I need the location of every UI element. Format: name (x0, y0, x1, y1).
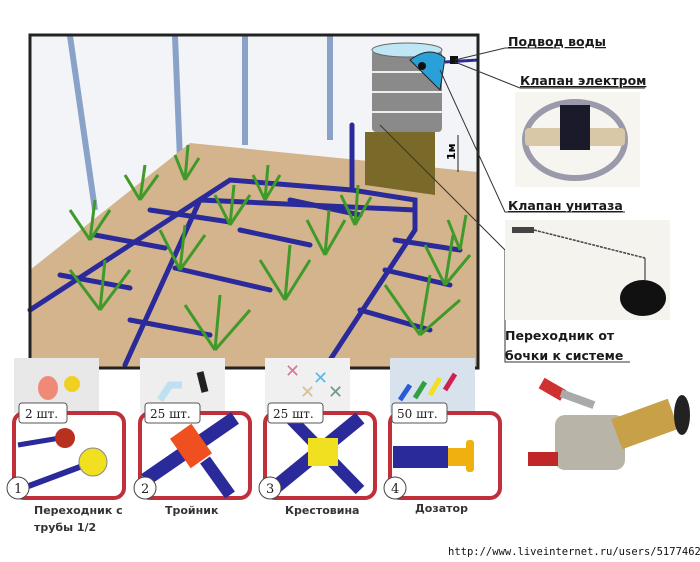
barrel-stand (365, 132, 435, 195)
source-url: http://www.liveinternet.ru/users/5177462… (448, 546, 700, 558)
water-barrel (371, 42, 446, 132)
part-3: 25 шт. ✕ ✕ ✕ ✕ 3 Крестовина (258, 358, 377, 517)
cross-fitting-beige-icon: ✕ (300, 382, 315, 403)
solenoid-valve-label: Клапан электром (520, 73, 646, 88)
greenhouse-frame-posts (67, 35, 333, 211)
adapter-label-line1: Переходник от (505, 328, 615, 343)
greenhouse-border (28, 33, 480, 370)
part-1-count: 2 шт. (25, 407, 58, 421)
adapter-label-line2: бочки к системе (505, 348, 623, 363)
height-label: 1м (445, 143, 458, 160)
toilet-valve-label: Клапан унитаза (508, 198, 623, 213)
solenoid-valve-image (515, 92, 640, 187)
part-1-name-line1: Переходник с (34, 504, 123, 517)
plants (68, 144, 472, 351)
cross-fitting-pink-icon: ✕ (285, 361, 300, 382)
part-2-number: 2 (141, 482, 149, 497)
part-3-number: 3 (266, 482, 274, 497)
part-2: 25 шт. 2 Тройник (133, 358, 252, 517)
part-4-name: Дозатор (415, 502, 468, 515)
water-supply-label: Подвод воды (508, 34, 606, 49)
cross-fitting-blue-icon: ✕ (313, 368, 328, 389)
greenhouse-scene: 1м (27, 33, 480, 370)
part-3-name: Крестовина (285, 504, 359, 517)
part-1-name-line2: трубы 1/2 (34, 521, 96, 534)
part-2-name: Тройник (165, 504, 219, 517)
float-valve-image (505, 220, 670, 320)
part-3-count: 25 шт. (273, 407, 314, 421)
part-2-count: 25 шт. (150, 407, 191, 421)
part-4-number: 4 (391, 482, 399, 497)
height-marker: 1м (445, 135, 459, 172)
part-1: 2 шт. 1 Переходник с трубы 1/2 (6, 358, 126, 534)
part-4: 50 шт. 4 Дозатор (383, 358, 502, 515)
cross-fitting-green-icon: ✕ (328, 382, 343, 403)
ball-valve-image (528, 377, 690, 470)
part-4-count: 50 шт. (397, 407, 438, 421)
part-1-number: 1 (14, 482, 22, 497)
